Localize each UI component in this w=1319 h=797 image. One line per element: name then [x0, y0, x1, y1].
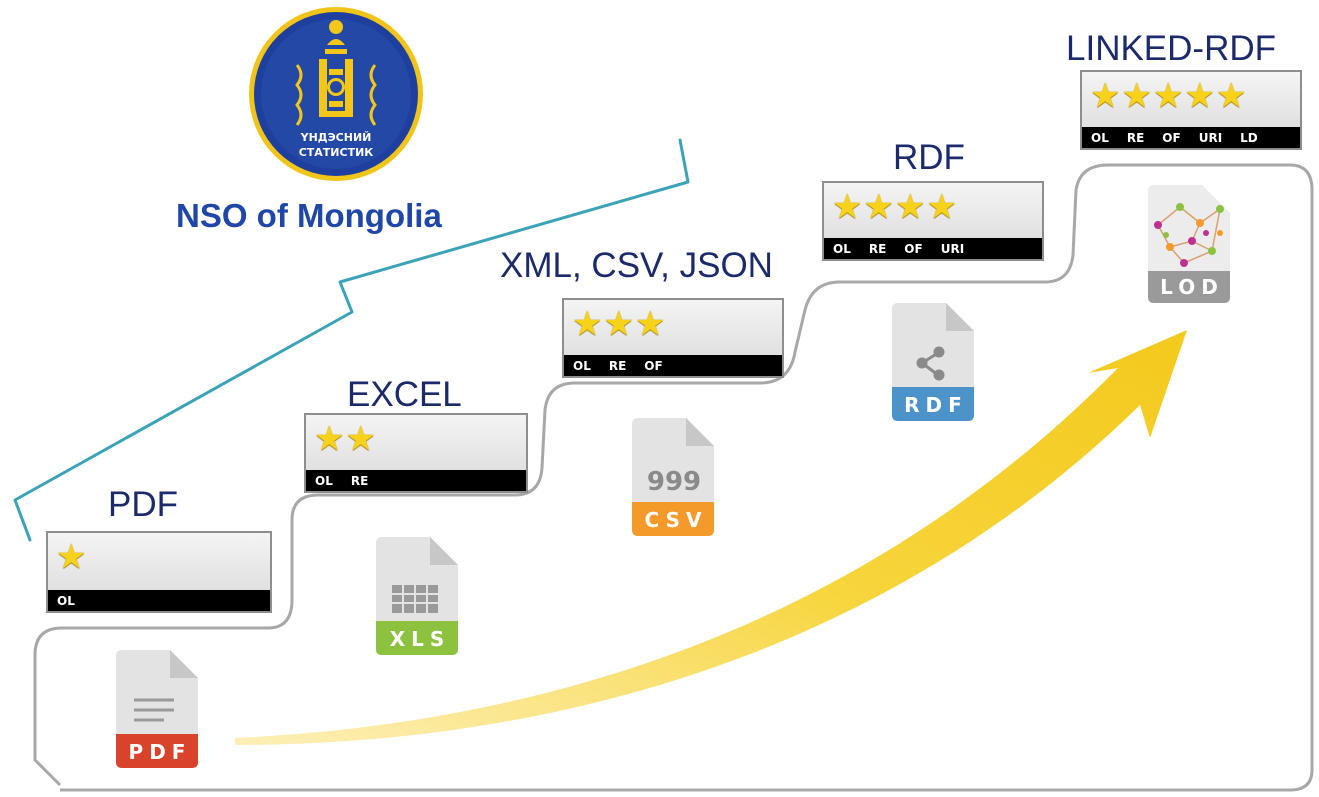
badge-codes: OL RE OF: [564, 355, 782, 376]
pdf-file-caption: PDF: [129, 740, 192, 764]
emblem-text-line1: ҮНДЭСНИЙ: [300, 131, 372, 144]
emblem-text-line2: СТАТИСТИК: [299, 146, 374, 159]
badge-code-re: RE: [350, 473, 369, 488]
star-icon: ★: [863, 188, 894, 226]
star-icon: ★: [634, 305, 666, 343]
level-label-pdf: PDF: [108, 485, 178, 524]
star-icon: ★: [1152, 77, 1184, 115]
badge-stars: ★★★: [572, 304, 665, 344]
star-icon: ★: [926, 188, 957, 226]
badge-code-of: OF: [1162, 130, 1181, 145]
star-icon: ★: [832, 188, 863, 226]
star-icon: ★: [572, 305, 603, 343]
badge-codes: OL RE: [306, 470, 526, 491]
lod-file-icon: LOD: [1148, 185, 1230, 303]
level-label-excel: EXCEL: [347, 375, 462, 414]
csv-file-icon: 999 CSV: [632, 418, 714, 536]
level-label-xml-csv-json: XML, CSV, JSON: [500, 246, 773, 285]
badge-code-ol: OL: [833, 241, 851, 256]
badge-code-uri: URI: [1198, 130, 1223, 145]
badge-stars: ★★★★★: [1090, 76, 1246, 116]
badge-code-of: OF: [644, 358, 663, 373]
badge-codes: OL RE OF URI: [824, 238, 1042, 259]
star-icon: ★: [1121, 77, 1152, 115]
star-icon: ★: [894, 188, 926, 226]
star-icon: ★: [345, 420, 376, 458]
badge-code-re: RE: [1126, 130, 1145, 145]
level-label-linked-rdf: LINKED-RDF: [1066, 29, 1277, 68]
lod-file-caption: LOD: [1160, 275, 1224, 299]
star-icon: ★: [603, 305, 634, 343]
badge-codes: OL: [48, 590, 270, 611]
organization-name: NSO of Mongolia: [176, 197, 442, 234]
rdf-file-caption: RDF: [904, 393, 968, 417]
badge-2-star: ★★ OL RE: [304, 413, 528, 493]
level-label-rdf: RDF: [893, 138, 965, 177]
csv-quote-glyph: 999: [647, 467, 701, 497]
badge-code-uri: URI: [940, 241, 965, 256]
badge-stars: ★★: [314, 419, 376, 459]
xls-file-icon: XLS: [376, 537, 458, 655]
badge-codes: OL RE OF URI LD: [1082, 127, 1300, 148]
star-icon: ★: [56, 538, 87, 576]
csv-file-caption: CSV: [645, 508, 708, 532]
badge-1-star: ★ OL: [46, 531, 272, 613]
rdf-file-icon: RDF: [892, 303, 974, 421]
badge-stars: ★★★★: [832, 187, 957, 227]
pdf-file-icon: PDF: [116, 650, 198, 768]
star-icon: ★: [314, 420, 345, 458]
badge-code-ld: LD: [1240, 130, 1258, 145]
star-icon: ★: [1090, 77, 1121, 115]
badge-code-ol: OL: [1091, 130, 1109, 145]
nso-emblem-logo: ҮНДЭСНИЙ СТАТИСТИК: [249, 7, 423, 181]
badge-code-re: RE: [868, 241, 887, 256]
badge-code-ol: OL: [573, 358, 591, 373]
xls-file-caption: XLS: [390, 627, 451, 651]
badge-code-re: RE: [608, 358, 627, 373]
badge-code-ol: OL: [57, 593, 75, 608]
star-icon: ★: [1215, 77, 1247, 115]
growth-arrow: [235, 330, 1187, 745]
badge-code-ol: OL: [315, 473, 333, 488]
badge-stars: ★: [56, 537, 86, 577]
star-icon: ★: [1184, 77, 1215, 115]
badge-code-of: OF: [904, 241, 923, 256]
bracket-brace: [13, 138, 690, 542]
